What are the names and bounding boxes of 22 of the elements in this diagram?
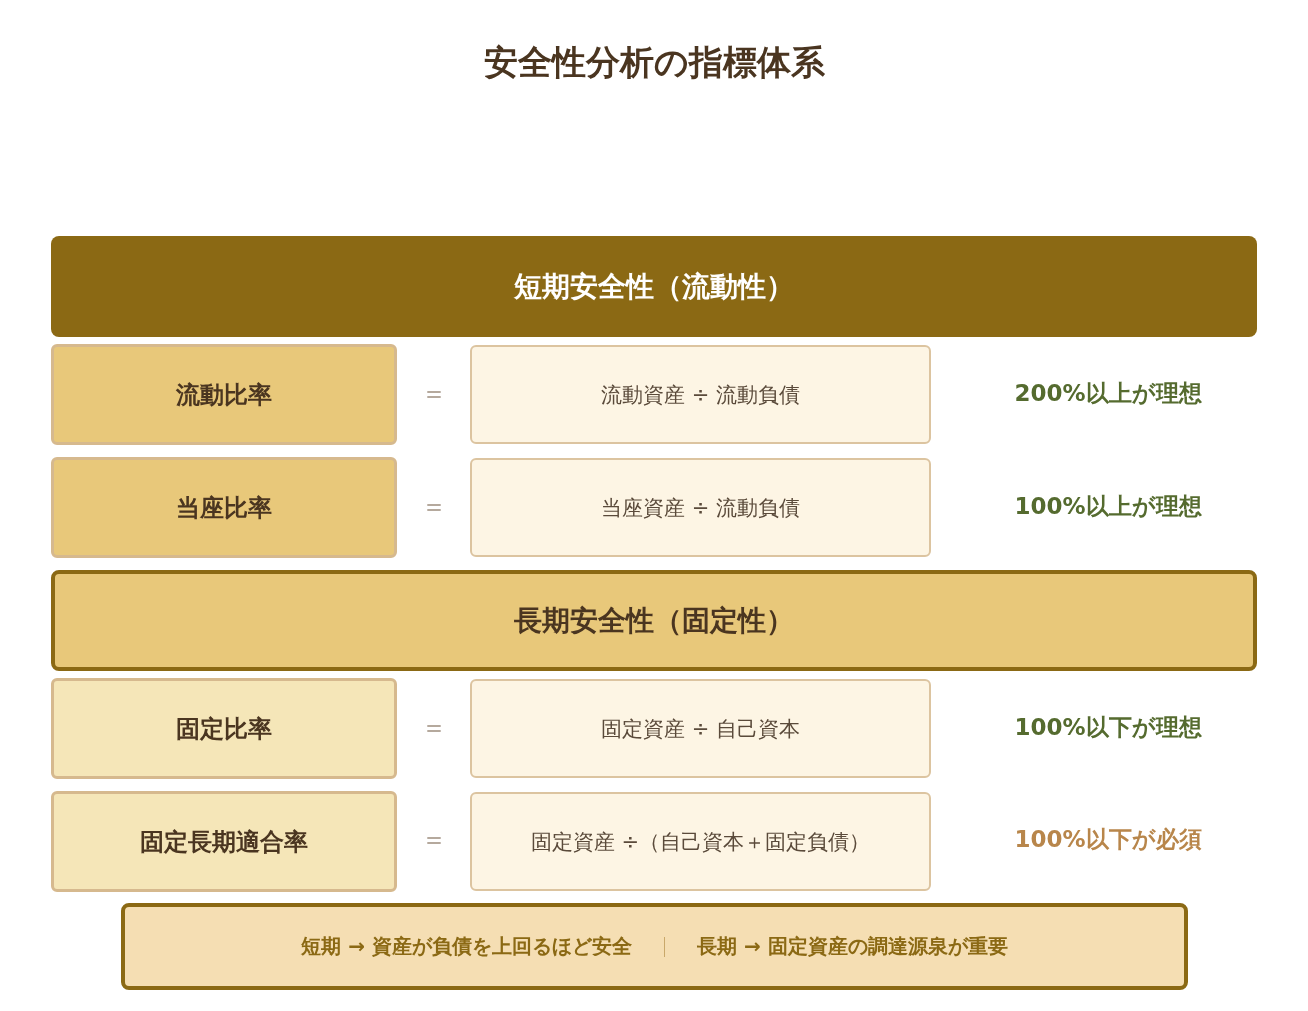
formula-card: 当座資産 ÷ 流動負債 <box>470 458 931 557</box>
ratio-name-card: 当座比率 <box>51 457 397 558</box>
ratio-name-card: 流動比率 <box>51 344 397 445</box>
criterion-text: 100%以上が理想 <box>1014 493 1202 521</box>
note-text: 短期 → 資産が負債を上回るほど安全 <box>301 933 632 960</box>
formula-card: 固定資産 ÷（自己資本＋固定負債） <box>470 792 931 891</box>
note-text: 長期 → 固定資産の調達源泉が重要 <box>697 933 1008 960</box>
equals-sign: ＝ <box>421 378 447 410</box>
formula-card: 固定資産 ÷ 自己資本 <box>470 679 931 778</box>
criterion-text: 100%以下が必須 <box>1014 826 1202 854</box>
criterion-text: 100%以下が理想 <box>1014 714 1202 742</box>
equals-sign: ＝ <box>421 712 447 744</box>
criterion-text: 200%以上が理想 <box>1014 380 1202 408</box>
section-banner: 長期安全性（固定性） <box>51 570 1257 671</box>
note-panel <box>121 903 1188 990</box>
ratio-name-card: 固定比率 <box>51 678 397 779</box>
ratio-name-card: 固定長期適合率 <box>51 791 397 892</box>
equals-sign: ＝ <box>421 491 447 523</box>
title: 安全性分析の指標体系 <box>483 41 825 83</box>
formula-card: 流動資産 ÷ 流動負債 <box>470 345 931 444</box>
section-banner: 短期安全性（流動性） <box>51 236 1257 337</box>
equals-sign: ＝ <box>421 824 447 856</box>
